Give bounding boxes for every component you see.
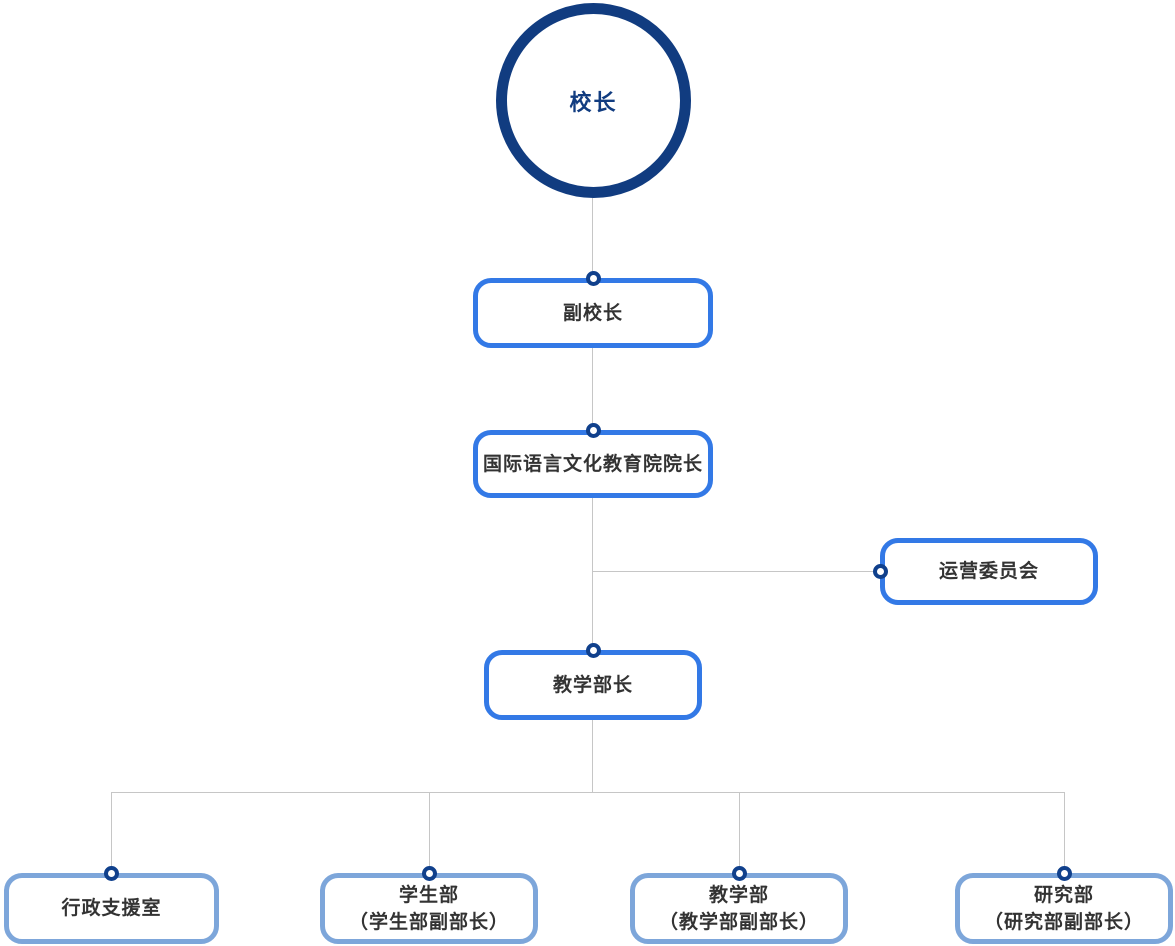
connector-dot-dean: [586, 643, 601, 658]
connector-line-dean-drop: [592, 720, 593, 792]
org-node-student-dept: 学生部 （学生部副部长）: [320, 873, 538, 944]
connector-line-director-dean: [592, 498, 593, 650]
connector-dot-research: [1057, 866, 1072, 881]
connector-dot-student: [422, 866, 437, 881]
org-node-dean: 教学部长: [484, 650, 702, 720]
connector-line-drop-student: [429, 792, 430, 873]
vice-principal-label: 副校长: [562, 301, 623, 324]
connector-dot-director: [586, 423, 601, 438]
student-dept-subtitle: （学生部副部长）: [348, 910, 509, 933]
connector-line-branch-committee: [592, 571, 880, 572]
connector-line-drop-research: [1064, 792, 1065, 873]
connector-dot-committee: [873, 564, 888, 579]
connector-line-bottom-rail: [111, 792, 1064, 793]
org-node-vice-principal: 副校长: [473, 278, 713, 348]
connector-dot-admin: [104, 866, 119, 881]
connector-line-drop-teaching: [739, 792, 740, 873]
org-node-admin-office: 行政支援室: [4, 873, 219, 944]
org-node-teaching-dept: 教学部 （教学部副部长）: [630, 873, 848, 944]
dean-label: 教学部长: [552, 673, 633, 696]
connector-dot-teaching: [732, 866, 747, 881]
connector-dot-vice: [586, 271, 601, 286]
director-label: 国际语言文化教育院院长: [482, 452, 703, 475]
connector-line-principal-vice: [592, 197, 593, 278]
admin-office-label: 行政支援室: [61, 897, 162, 919]
committee-label: 运营委员会: [938, 560, 1039, 582]
org-node-committee: 运营委员会: [880, 538, 1098, 605]
teaching-dept-subtitle: （教学部副部长）: [658, 910, 819, 933]
research-dept-subtitle: （研究部副部长）: [983, 910, 1144, 933]
org-node-research-dept: 研究部 （研究部副部长）: [955, 873, 1173, 944]
org-node-principal: 校长: [496, 3, 691, 198]
research-dept-title: 研究部: [1033, 883, 1094, 906]
teaching-dept-title: 教学部: [708, 883, 769, 906]
principal-label: 校长: [569, 90, 618, 116]
connector-line-drop-admin: [111, 792, 112, 873]
connector-line-vice-director: [592, 348, 593, 430]
org-node-director: 国际语言文化教育院院长: [473, 430, 713, 498]
student-dept-title: 学生部: [398, 883, 459, 906]
